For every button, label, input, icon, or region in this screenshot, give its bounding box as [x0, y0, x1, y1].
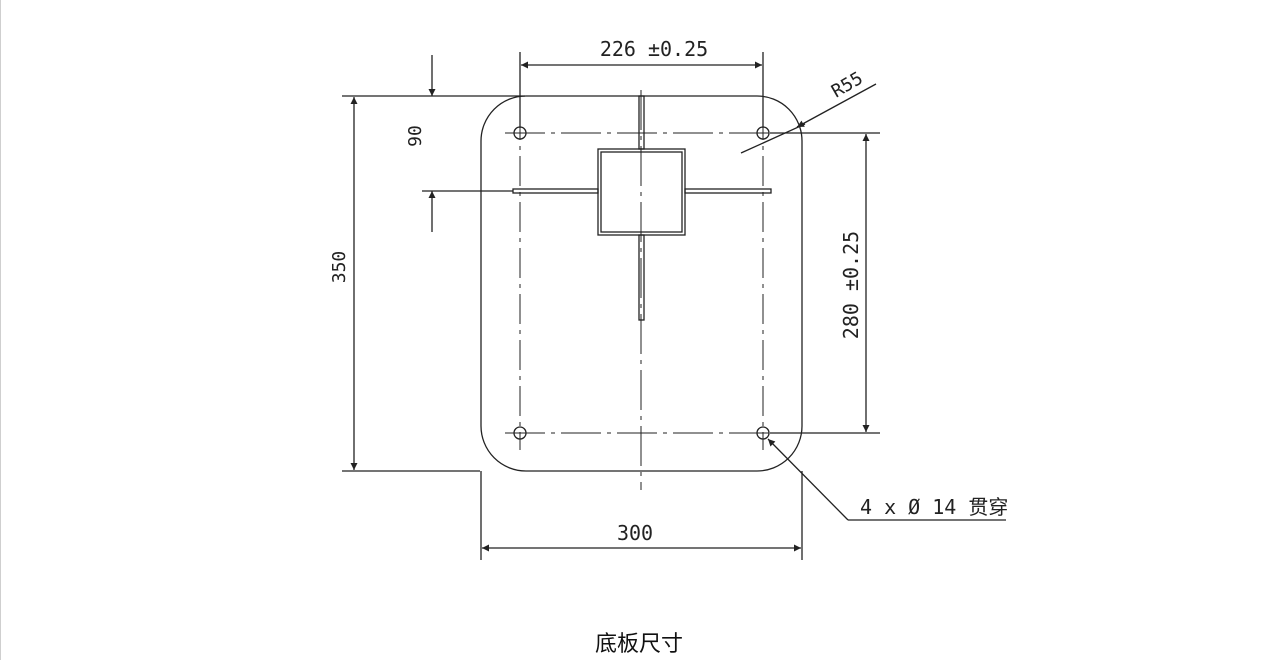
- dim-text-90: 90: [405, 125, 426, 147]
- dim-text-350: 350: [329, 251, 350, 284]
- leader-r55: [796, 83, 877, 128]
- post-inner: [600, 151, 683, 233]
- hole-bottom-left: [513, 426, 527, 440]
- dim-text-300: 300: [617, 521, 653, 545]
- rib-top: [638, 95, 645, 150]
- sheet-border: [0, 0, 1, 660]
- dim-text-r55: R55: [828, 68, 867, 102]
- leader-r55-tail: [740, 123, 806, 154]
- rib-left: [512, 188, 599, 194]
- dim-text-holes: 4 x Ø 14 贯穿: [860, 495, 1008, 519]
- hole-bottom-right: [756, 426, 770, 440]
- rib-bottom: [638, 234, 645, 321]
- drawing-caption: 底板尺寸: [594, 632, 683, 657]
- leader-holes: [767, 438, 849, 521]
- dim-text-226: 226 ±0.25: [600, 37, 708, 61]
- dim-text-280: 280 ±0.25: [839, 231, 863, 339]
- rib-right: [684, 188, 772, 194]
